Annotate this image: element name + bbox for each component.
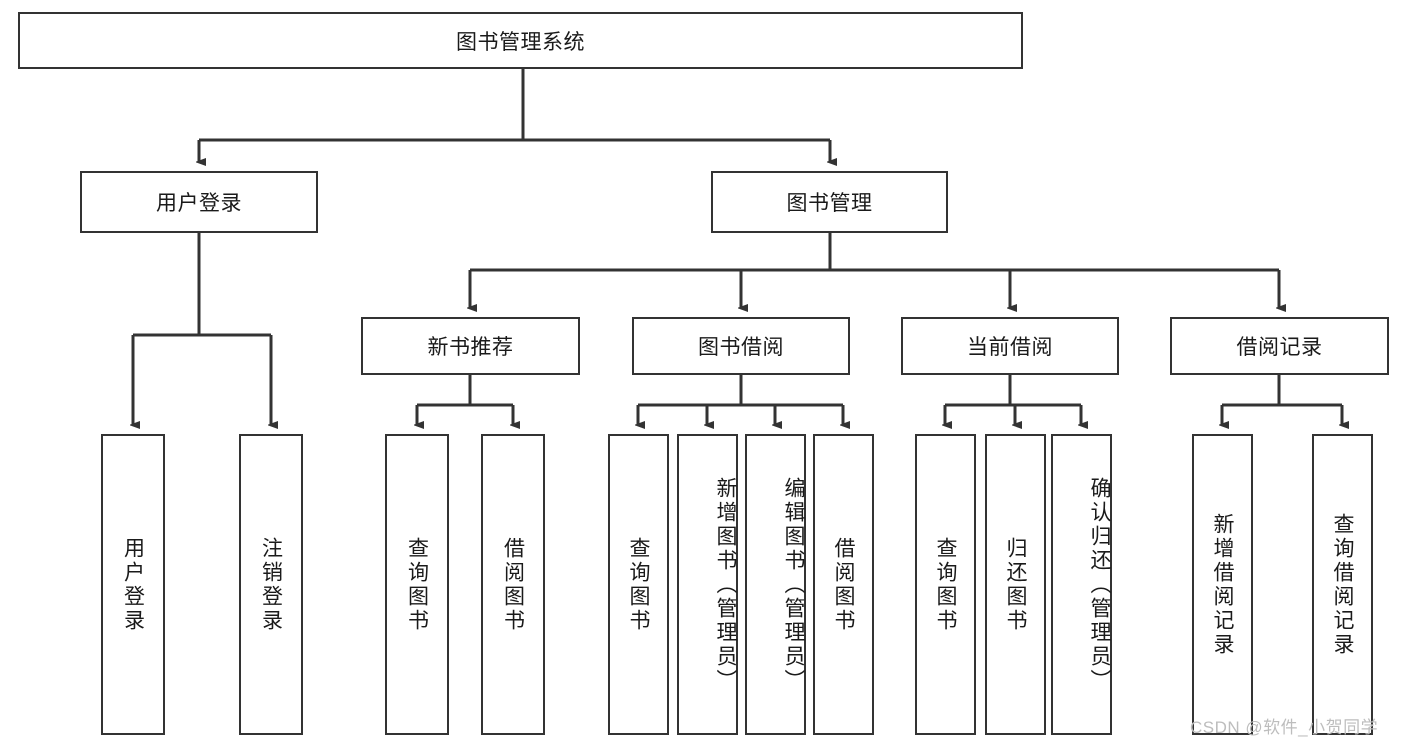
node-new-book-recommend[interactable]: 新书推荐 bbox=[361, 317, 580, 375]
node-leaf-add-book-label: 新增图书（管理员） bbox=[714, 476, 737, 693]
node-leaf-logout-label: 注销登录 bbox=[259, 536, 283, 633]
node-leaf-edit-book[interactable]: 编辑图书（管理员） bbox=[745, 434, 806, 735]
node-new-book-recommend-label: 新书推荐 bbox=[427, 336, 514, 359]
node-root-label: 图书管理系统 bbox=[456, 30, 585, 54]
node-leaf-query-record[interactable]: 查询借阅记录 bbox=[1312, 434, 1373, 735]
node-leaf-return-book[interactable]: 归还图书 bbox=[985, 434, 1046, 735]
node-leaf-return-book-label: 归还图书 bbox=[1004, 536, 1027, 633]
node-leaf-edit-book-label: 编辑图书（管理员） bbox=[782, 476, 805, 693]
node-leaf-query-book-borrow[interactable]: 查询图书 bbox=[608, 434, 669, 735]
node-leaf-borrow-book-recommend[interactable]: 借阅图书 bbox=[481, 434, 545, 735]
node-leaf-query-book-recommend[interactable]: 查询图书 bbox=[385, 434, 449, 735]
node-leaf-query-book-borrow-label: 查询图书 bbox=[627, 536, 650, 633]
node-current-borrow-label: 当前借阅 bbox=[967, 336, 1053, 359]
node-leaf-borrow-book-label: 借阅图书 bbox=[832, 536, 855, 633]
node-book-manage-label: 图书管理 bbox=[786, 192, 873, 215]
node-borrow-record-label: 借阅记录 bbox=[1236, 336, 1323, 359]
node-leaf-borrow-book-recommend-label: 借阅图书 bbox=[501, 536, 525, 633]
node-leaf-borrow-book[interactable]: 借阅图书 bbox=[813, 434, 874, 735]
node-user-login-label: 用户登录 bbox=[156, 192, 242, 215]
node-current-borrow[interactable]: 当前借阅 bbox=[901, 317, 1119, 375]
node-leaf-query-book-recommend-label: 查询图书 bbox=[405, 536, 429, 633]
node-leaf-query-book-current-label: 查询图书 bbox=[934, 536, 957, 633]
node-book-manage[interactable]: 图书管理 bbox=[711, 171, 948, 233]
node-root[interactable]: 图书管理系统 bbox=[18, 12, 1023, 69]
csdn-watermark: CSDN @软件_小贺同学 bbox=[1190, 718, 1379, 737]
node-leaf-add-record-label: 新增借阅记录 bbox=[1211, 512, 1234, 657]
node-leaf-confirm-return[interactable]: 确认归还（管理员） bbox=[1051, 434, 1112, 735]
node-leaf-logout[interactable]: 注销登录 bbox=[239, 434, 303, 735]
node-leaf-add-book[interactable]: 新增图书（管理员） bbox=[677, 434, 738, 735]
node-leaf-confirm-return-label: 确认归还（管理员） bbox=[1088, 476, 1111, 693]
node-book-borrow[interactable]: 图书借阅 bbox=[632, 317, 850, 375]
node-leaf-query-book-current[interactable]: 查询图书 bbox=[915, 434, 976, 735]
node-leaf-user-login[interactable]: 用户登录 bbox=[101, 434, 165, 735]
node-borrow-record[interactable]: 借阅记录 bbox=[1170, 317, 1389, 375]
node-book-borrow-label: 图书借阅 bbox=[698, 336, 784, 359]
node-leaf-query-record-label: 查询借阅记录 bbox=[1331, 512, 1354, 657]
node-leaf-add-record[interactable]: 新增借阅记录 bbox=[1192, 434, 1253, 735]
node-user-login[interactable]: 用户登录 bbox=[80, 171, 318, 233]
node-leaf-user-login-label: 用户登录 bbox=[121, 536, 145, 633]
